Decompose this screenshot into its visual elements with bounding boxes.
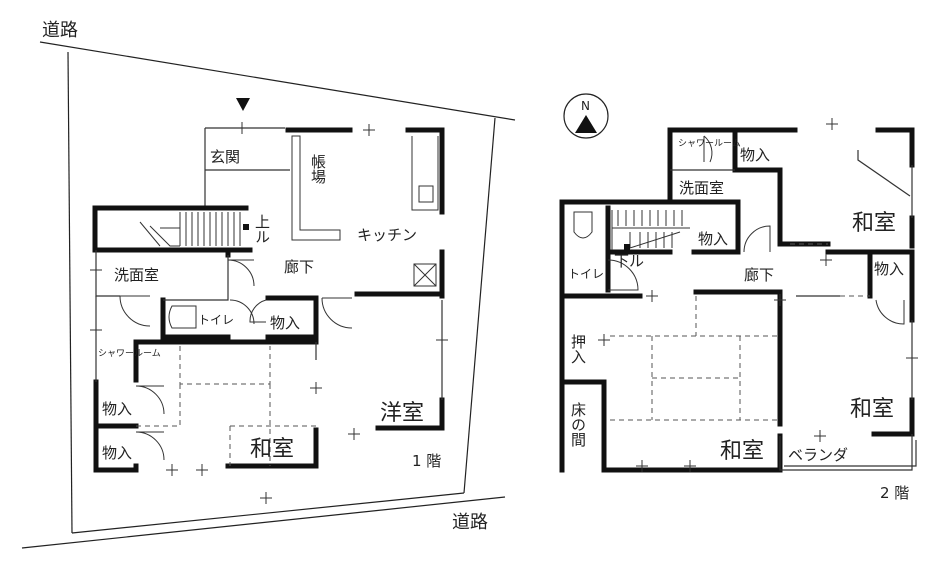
f2-hall-label: 廊下 [744,266,774,284]
f1-entrance-label: 玄関 [210,148,240,166]
f2-japanese-room-ne-label: 和室 [852,211,896,236]
f2-toilet-fixture-icon [573,211,593,239]
f1-toilet-label: トイレ [198,313,234,327]
f2-japanese-room-se-label: 和室 [850,397,894,422]
stairs-icon [139,212,249,247]
floor2-label: 2 階 [880,484,909,502]
f2-japanese-room-s-label: 和室 [720,439,764,464]
f1-closet-a-label: 物入 [102,400,132,418]
entrance-marker-icon [236,98,250,111]
f1-hall-label: 廊下 [284,258,314,276]
road-label-top: 道路 [42,20,78,41]
f2-closet-mid-label: 物入 [698,230,728,248]
f2-washroom-label: 洗面室 [679,179,724,197]
f1-kitchen-label: キッチン [357,226,417,244]
kitchen-fixture-icon [413,263,437,287]
f2-closet-e-label: 物入 [874,260,904,278]
f1-office-label: 帳場 [309,154,327,184]
f2-stairs-down-label: 下ル [614,252,644,270]
floor1-plan: 玄関 帳場 キッチン 上ル 洗面室 廊下 トイレ 物入 シャワールーム 物入 物… [90,98,448,504]
f1-japanese-room-label: 和室 [250,437,294,462]
f2-oshiire-label: 押入 [569,334,587,364]
f1-stairs-up-label: 上ル [253,214,271,244]
f1-closet-label: 物入 [270,314,300,332]
compass-north-label: N [581,99,590,113]
f2-closet-top-label: 物入 [740,146,770,164]
f2-shower-label: シャワールーム [678,138,741,149]
floor1-label: 1 階 [412,452,441,470]
f2-toilet-label: トイレ [568,267,604,281]
f2-veranda-label: ベランダ [788,446,848,464]
f2-tokonoma-label: 床の間 [569,402,587,448]
f1-western-room-label: 洋室 [380,401,424,426]
compass-icon: N [563,93,609,139]
floor2-plan: シャワールーム 物入 洗面室 和室 トイレ 下ル 物入 廊下 物入 押入 床の間… [559,118,918,502]
road-label-bottom: 道路 [452,512,488,533]
f1-shower-label: シャワールーム [98,348,161,359]
f1-washroom-label: 洗面室 [114,266,159,284]
f1-closet-b-label: 物入 [102,444,132,462]
f2-stairs-icon [611,210,690,250]
site-outline [21,41,516,549]
toilet-fixture-icon [168,305,197,329]
